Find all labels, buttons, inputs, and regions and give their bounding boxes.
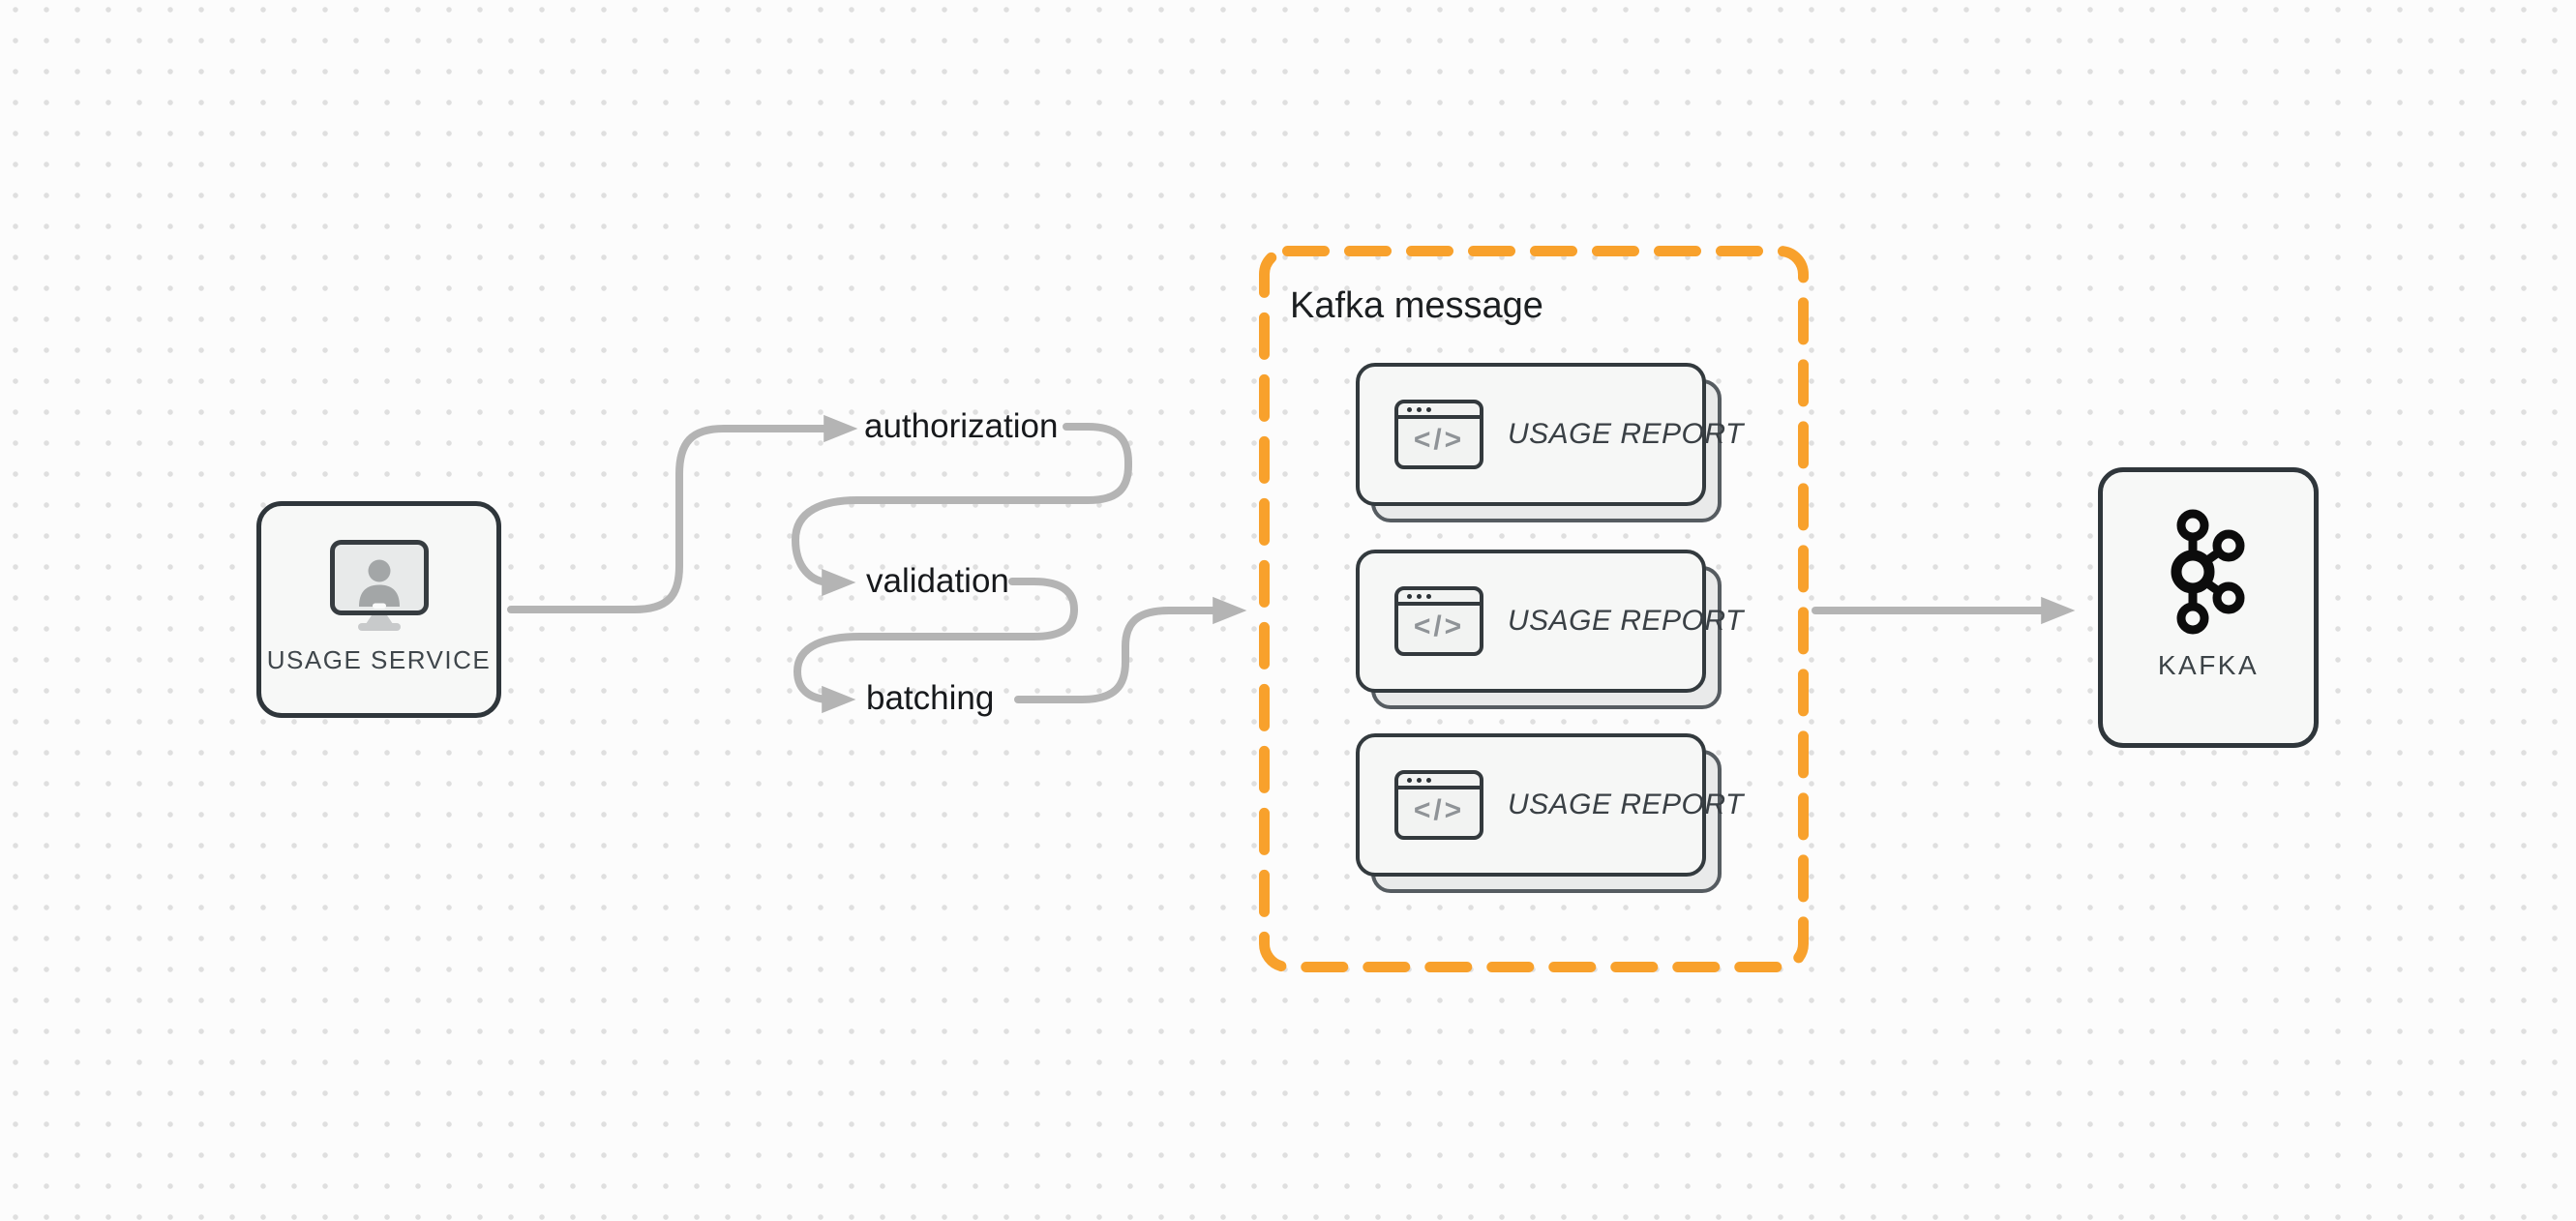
usage-report-label: USAGE REPORT [1508,789,1744,820]
kafka-message-dashed-border [1259,246,1809,972]
window-dot [1417,593,1422,599]
step-label-validation: validation [866,562,1009,600]
arrow-validation-to-batching [794,578,1078,714]
kafka-node: KAFKA [2098,467,2319,748]
code-window-icon: </> [1394,586,1483,656]
code-glyph: </> [1413,424,1465,456]
arrow-usage-service-to-authorization [507,414,858,613]
window-dot [1417,406,1422,412]
usage-report-label: USAGE REPORT [1508,418,1744,450]
window-dot [1407,406,1412,412]
monitor-user-icon [329,540,429,631]
usage-report-label: USAGE REPORT [1508,605,1744,637]
code-window-icon: </> [1394,770,1483,840]
window-dot [1426,593,1431,599]
window-dot [1417,777,1422,783]
code-window-icon: </> [1394,400,1483,469]
window-dot [1426,777,1431,783]
code-glyph: </> [1413,610,1465,642]
usage-report-card: </> USAGE REPORT [1356,550,1743,709]
kafka-message-title: Kafka message [1290,285,1543,326]
usage-service-label: USAGE SERVICE [266,645,492,674]
arrow-batching-to-kafka-message [1014,596,1247,703]
step-label-batching: batching [866,679,995,717]
arrow-authorization-to-validation [792,423,1132,597]
usage-report-card: </> USAGE REPORT [1356,363,1743,522]
window-dot [1426,406,1431,412]
step-label-authorization: authorization [864,407,1059,445]
kafka-label: KAFKA [2157,650,2260,680]
window-dot [1407,593,1412,599]
kafka-message-group: Kafka message </> USAGE REPORT [1258,245,1810,973]
code-glyph: </> [1413,794,1465,826]
usage-report-card: </> USAGE REPORT [1356,733,1743,893]
usage-service-node: USAGE SERVICE [256,501,501,718]
kafka-logo-icon [2171,509,2245,635]
window-dot [1407,777,1412,783]
